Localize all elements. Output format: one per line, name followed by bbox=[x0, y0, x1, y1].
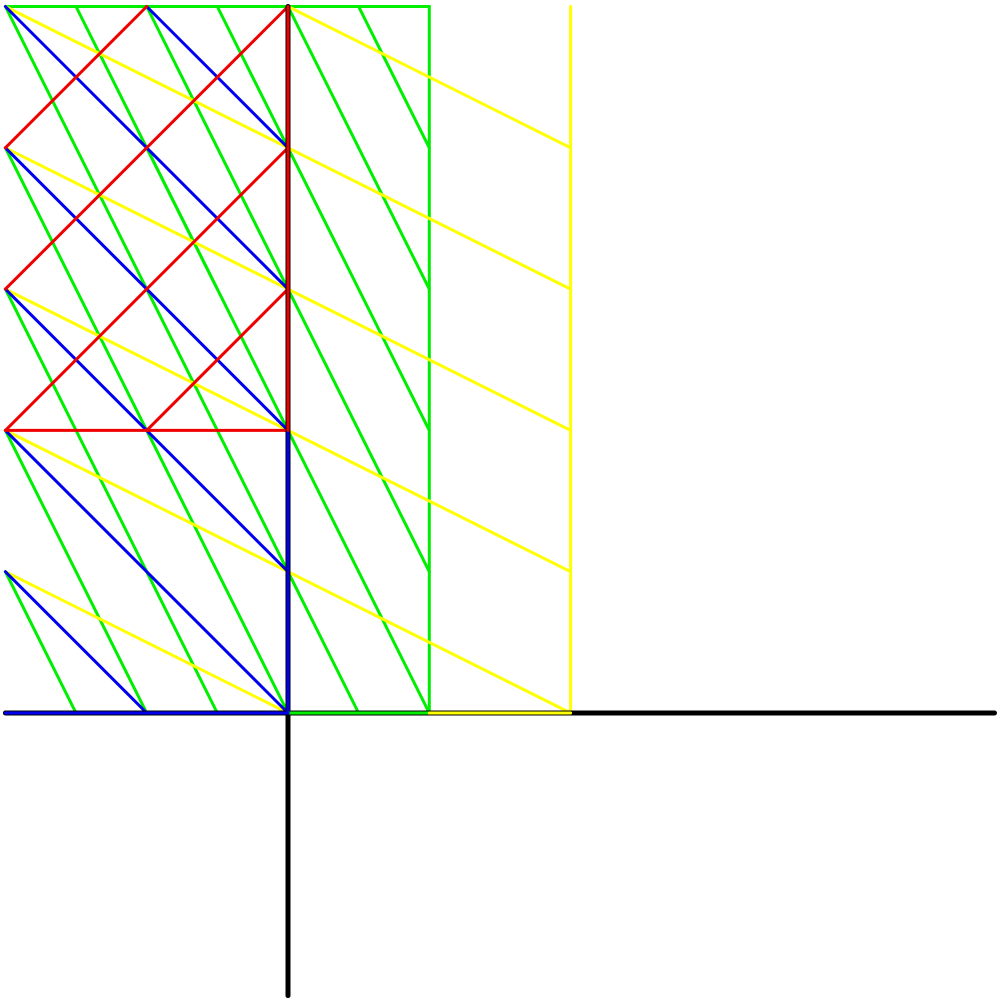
green-segment bbox=[286, 5, 431, 291]
blue-segment bbox=[3, 428, 290, 715]
yellow-segment bbox=[3, 5, 290, 150]
green-segment bbox=[286, 570, 361, 715]
red-segment bbox=[3, 5, 290, 291]
green-segment bbox=[3, 428, 149, 715]
red-segment bbox=[3, 146, 290, 432]
blue-segment bbox=[3, 570, 149, 715]
green-segment bbox=[286, 287, 431, 574]
red-segment bbox=[3, 5, 149, 150]
green-segment bbox=[145, 146, 290, 432]
green-segment bbox=[3, 570, 78, 715]
yellow-segment bbox=[3, 287, 290, 432]
yellow-lines bbox=[3, 5, 573, 715]
green-segment bbox=[286, 428, 431, 715]
yellow-segment bbox=[286, 146, 573, 291]
green-segment bbox=[145, 5, 290, 291]
green-segment bbox=[3, 5, 149, 291]
green-segment bbox=[145, 570, 219, 715]
green-segment bbox=[357, 5, 431, 150]
yellow-segment bbox=[286, 287, 573, 432]
yellow-segment bbox=[3, 146, 290, 291]
line-families bbox=[3, 5, 573, 715]
green-segment bbox=[3, 146, 149, 432]
axis-overlay-segments bbox=[3, 5, 573, 715]
yellow-segment bbox=[286, 570, 573, 715]
yellow-segment bbox=[286, 5, 573, 150]
green-segment bbox=[286, 146, 431, 432]
yellow-segment bbox=[286, 428, 573, 574]
green-segment bbox=[215, 5, 290, 150]
yellow-segment bbox=[3, 570, 290, 715]
red-segment bbox=[145, 287, 290, 432]
green-segment bbox=[145, 428, 290, 715]
yellow-segment bbox=[3, 428, 290, 574]
